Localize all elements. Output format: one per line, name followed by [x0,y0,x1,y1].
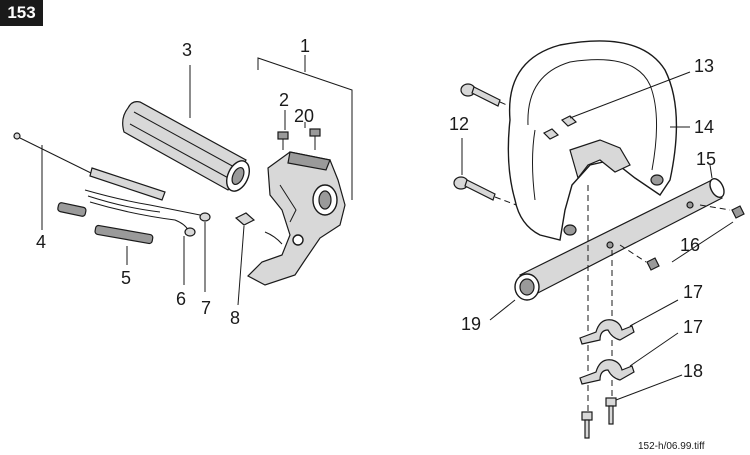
callout-7: 7 [201,298,211,318]
callout-14: 14 [694,117,714,137]
callout-20: 20 [294,106,314,126]
callout-17-upper: 17 [683,282,703,302]
spring-part-5 [57,202,154,265]
cable-connectors-part-6-7 [84,189,211,292]
nuts-part-13 [542,71,691,140]
callout-13: 13 [694,56,714,76]
callout-4: 4 [36,232,46,252]
callout-1: 1 [300,36,310,56]
callout-16: 16 [680,235,700,255]
square-nut-part-8 [234,212,256,306]
callout-6: 6 [176,289,186,309]
page-number-badge: 153 [0,0,43,26]
nuts-part-16 [619,204,745,271]
throttle-cable-part-4 [13,132,166,230]
callout-19: 19 [461,314,481,334]
loop-handle-part-14 [507,40,690,241]
drawing-reference: 152-h/06.99.tiff [638,441,705,452]
bolts-part-12 [453,83,546,213]
callout-18: 18 [683,361,703,381]
grip-handle-part-3 [122,65,251,192]
callout-12: 12 [449,114,469,134]
callout-3: 3 [182,40,192,60]
clamps-part-17 [579,299,679,385]
callout-8: 8 [230,308,240,328]
handlebar-tube-part-15-19 [489,164,725,321]
callout-17-lower: 17 [683,317,703,337]
callout-15: 15 [696,149,716,169]
callout-2: 2 [279,90,289,110]
callout-1-bracket [257,55,353,200]
callout-5: 5 [121,268,131,288]
screws-part-2-20 [277,110,321,150]
screws-part-18 [581,374,683,439]
throttle-housing-part-1 [247,151,346,286]
